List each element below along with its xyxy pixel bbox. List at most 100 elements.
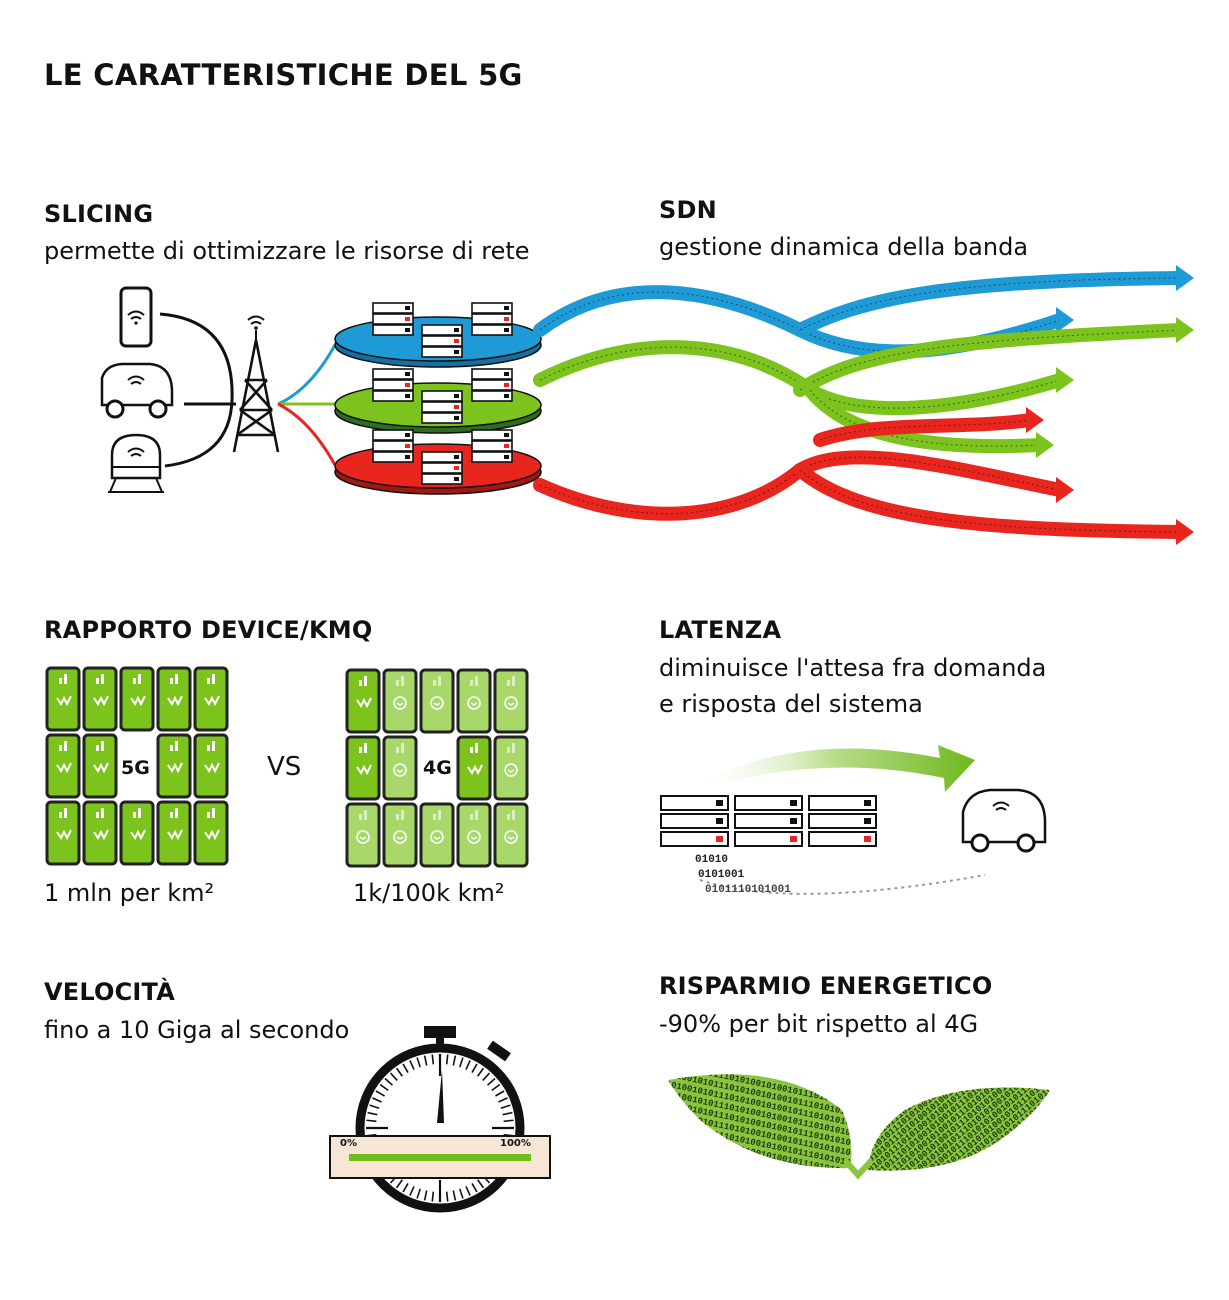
svg-text:010100101011101010010100101110: 0101001010111010100101001011101010100101… <box>659 1158 989 1238</box>
device-tile-idle <box>419 802 455 868</box>
svg-text:010100101011101010010100101110: 0101001010111010100101001011101010100101… <box>659 1188 989 1268</box>
stopwatch-tick <box>384 1077 393 1086</box>
svg-text:010100101011101010010100101110: 0101001010111010100101001011101010100101… <box>846 999 1109 1222</box>
speed-bar-fill <box>349 1154 531 1161</box>
grid-4g-label: 4G <box>423 757 452 779</box>
latency-subtitle-line1: diminuisce l'attesa fra domanda <box>659 654 1047 682</box>
stopwatch-tick <box>369 1104 380 1109</box>
latency-binary-3: 0101110101001 <box>705 884 791 896</box>
energy-heading: RISPARMIO ENERGETICO <box>659 972 993 1000</box>
stopwatch-tick <box>502 1111 513 1116</box>
grid-4g <box>345 668 529 868</box>
latency-car-icon <box>961 788 1047 853</box>
signal-icon <box>93 762 109 774</box>
grid-5g <box>45 666 229 866</box>
stopwatch-tick <box>375 1090 385 1097</box>
stopwatch-tick <box>482 1072 491 1081</box>
stopwatch-tick <box>498 1097 508 1103</box>
train-icon <box>108 433 164 493</box>
server-rack-icon <box>372 368 414 402</box>
arrow-head-icon <box>1056 477 1074 503</box>
device-tile-active <box>156 800 192 866</box>
stopwatch-tick <box>476 1067 485 1077</box>
stopwatch-tick <box>465 1060 471 1070</box>
device-tile-active <box>193 733 229 799</box>
device-tile-active <box>156 733 192 799</box>
clock-icon <box>393 830 407 844</box>
svg-text:010100101011101010010100101110: 0101001010111010100101001011101010100101… <box>846 979 1109 1202</box>
device-tile-active <box>456 735 492 801</box>
signal-icon <box>167 762 183 774</box>
clock-icon <box>393 696 407 710</box>
arrow-head-icon <box>1176 265 1194 291</box>
stopwatch-tick <box>452 1055 457 1066</box>
signal-icon <box>204 695 220 707</box>
device-tile-active <box>156 666 192 732</box>
server-rack-icon <box>471 368 513 402</box>
sdn-arrows <box>533 265 1194 545</box>
grid-4g-caption: 1k/100k km² <box>353 879 505 907</box>
clock-icon <box>356 830 370 844</box>
clock-icon <box>430 830 444 844</box>
svg-text:010100101011101010010100101110: 0101001010111010100101001011101010100101… <box>846 989 1109 1212</box>
server-rack-icon <box>421 390 463 424</box>
stopwatch-tick <box>389 1072 398 1081</box>
latency-binary-1: 01010 <box>695 854 728 866</box>
device-tile-idle <box>382 668 418 734</box>
server-rack-icon <box>471 429 513 463</box>
latency-binary-2: 0101001 <box>698 869 745 881</box>
signal-icon <box>167 829 183 841</box>
stopwatch-tick <box>459 1188 464 1199</box>
server-unit-icon <box>734 813 803 829</box>
svg-text:010100101011101010010100101110: 0101001010111010100101001011101010100101… <box>846 879 1109 1102</box>
speed-subtitle: fino a 10 Giga al secondo <box>44 1016 350 1044</box>
car-icon <box>100 362 174 419</box>
clock-icon <box>393 763 407 777</box>
device-tile-active <box>45 666 81 732</box>
connection-arc <box>159 312 234 468</box>
device-tile-idle <box>493 735 529 801</box>
stopwatch-tick <box>500 1104 511 1109</box>
server-unit-icon <box>808 831 877 847</box>
stopwatch-tick <box>416 1188 421 1199</box>
right-leaf-icon: 0101001010111010100101001011101010100101… <box>846 879 1109 1232</box>
stopwatch-tick <box>423 1055 428 1066</box>
clock-icon <box>504 763 518 777</box>
energy-subtitle: -90% per bit rispetto al 4G <box>659 1010 979 1038</box>
signal-icon <box>204 762 220 774</box>
signal-icon <box>467 764 483 776</box>
stopwatch-tick <box>471 1183 478 1193</box>
clock-icon <box>504 696 518 710</box>
arrow-head-icon <box>1036 432 1054 458</box>
sdn-subtitle: gestione dinamica della banda <box>659 233 1029 261</box>
stopwatch-tick <box>416 1057 421 1068</box>
arrow-head-icon <box>1176 317 1194 343</box>
clock-icon <box>430 696 444 710</box>
speed-heading: VELOCITÀ <box>44 978 176 1006</box>
leaf-stem <box>842 1157 875 1180</box>
server-unit-icon <box>734 795 803 811</box>
server-rack-icon <box>372 302 414 336</box>
speed-bar-end-label: 100% <box>500 1138 531 1149</box>
device-tile-idle <box>493 668 529 734</box>
svg-text:010100101011101010010100101110: 0101001010111010100101001011101010100101… <box>659 1168 989 1248</box>
page-title: LE CARATTERISTICHE DEL 5G <box>44 58 523 92</box>
arrow-head-icon <box>1056 367 1074 393</box>
stopwatch-tick <box>423 1190 428 1201</box>
signal-icon <box>356 697 372 709</box>
device-tile-active <box>193 666 229 732</box>
stopwatch-tick <box>503 1119 514 1123</box>
svg-text:010100101011101010010100101110: 0101001010111010100101001011101010100101… <box>846 1009 1109 1232</box>
stopwatch-tick <box>491 1083 501 1092</box>
device-tile-active <box>45 733 81 799</box>
red-slice-link <box>277 402 337 466</box>
server-unit-icon <box>660 831 729 847</box>
grid-5g-label: 5G <box>121 757 150 779</box>
arrow-head-icon <box>1176 519 1194 545</box>
stopwatch-tick <box>452 1190 457 1201</box>
stopwatch-tick <box>402 1183 409 1193</box>
signal-icon <box>56 695 72 707</box>
stopwatch-tick <box>445 1191 449 1202</box>
stopwatch-tick <box>395 1067 404 1077</box>
